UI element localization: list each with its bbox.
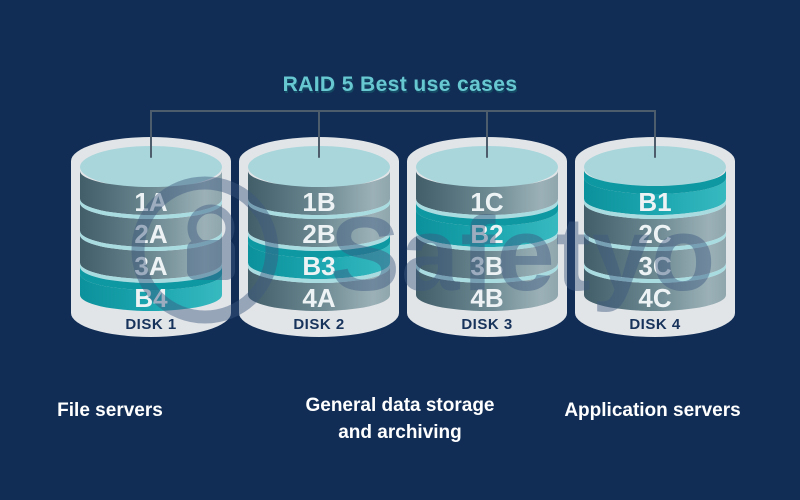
block-label: 3C <box>638 251 671 281</box>
band-rim <box>416 199 558 219</box>
band-rim <box>248 231 390 251</box>
parity-block-face <box>584 178 726 215</box>
data-block-face <box>416 171 558 215</box>
connector-drop-disk-4 <box>654 110 656 158</box>
disk-lid <box>584 146 726 188</box>
caption-general-data-storage: General data storage and archiving <box>275 392 525 446</box>
block-label: B3 <box>302 251 335 281</box>
connector-horizontal-line <box>150 110 656 112</box>
block-label: B1 <box>638 187 671 217</box>
connector-drop-disk-3 <box>486 110 488 158</box>
band-rim <box>584 231 726 251</box>
data-block-face <box>584 235 726 279</box>
parity-block-face <box>80 274 222 311</box>
data-block-face <box>80 235 222 279</box>
block-label: 4C <box>638 283 671 313</box>
data-block-face <box>248 203 390 247</box>
parity-band-rim <box>584 170 726 194</box>
data-block-face <box>248 171 390 215</box>
band-rim <box>248 199 390 219</box>
disk-name-label: DISK 4 <box>629 316 681 333</box>
block-label: 4A <box>302 283 335 313</box>
band-rim <box>584 199 726 219</box>
parity-block-face <box>248 242 390 279</box>
connector-drop-disk-2 <box>318 110 320 158</box>
band-rim <box>416 231 558 251</box>
block-label: 2A <box>134 219 167 249</box>
parity-band-rim <box>80 267 222 290</box>
caption-line: General data storage <box>305 395 495 416</box>
band-rim <box>248 263 390 283</box>
caption-line: File servers <box>57 400 163 421</box>
caption-application-servers: Application servers <box>540 397 765 424</box>
block-label: 3A <box>134 251 167 281</box>
connector-drop-disk-1 <box>150 110 152 158</box>
data-block-face <box>80 203 222 247</box>
band-rim <box>80 263 222 283</box>
disk-lid <box>80 146 222 188</box>
disk-name-label: DISK 2 <box>293 316 344 333</box>
parity-block-face <box>416 210 558 247</box>
data-block-face <box>584 203 726 247</box>
block-label: B2 <box>470 219 503 249</box>
data-block-face <box>584 267 726 311</box>
block-label: 2C <box>638 219 671 249</box>
data-block-face <box>416 235 558 279</box>
page-title: RAID 5 Best use cases <box>282 73 518 96</box>
data-block-face <box>80 171 222 215</box>
disk-name-label: DISK 3 <box>461 316 512 333</box>
block-label: 3B <box>470 251 503 281</box>
caption-line: and archiving <box>338 422 462 443</box>
block-label: 2B <box>302 219 335 249</box>
block-label: B4 <box>134 283 168 313</box>
disk-lid <box>416 146 558 188</box>
block-label: 1B <box>302 187 335 217</box>
data-block-face <box>248 267 390 311</box>
caption-file-servers: File servers <box>20 397 200 424</box>
block-label: 1A <box>134 187 167 217</box>
disk-lid <box>248 146 390 188</box>
block-label: 1C <box>470 187 503 217</box>
band-rim <box>584 263 726 283</box>
band-rim <box>80 231 222 251</box>
parity-band-rim <box>416 203 558 226</box>
band-rim <box>416 263 558 283</box>
block-label: 4B <box>470 283 503 313</box>
disk-name-label: DISK 1 <box>125 316 176 333</box>
caption-line: Application servers <box>564 400 741 421</box>
data-block-face <box>416 267 558 311</box>
band-rim <box>80 199 222 219</box>
parity-band-rim <box>248 235 390 258</box>
